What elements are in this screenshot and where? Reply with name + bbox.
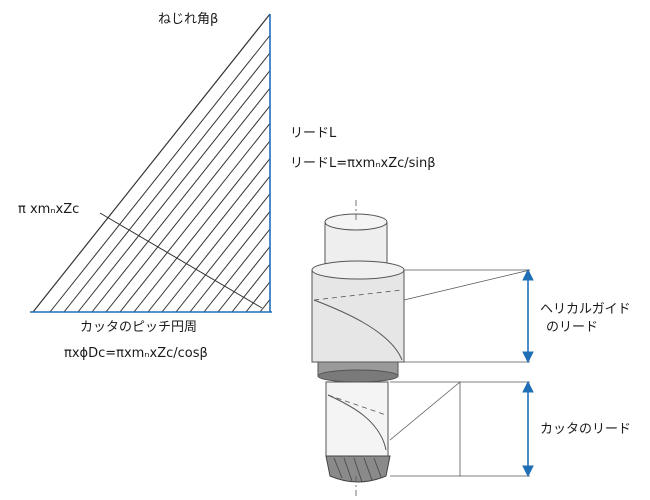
pi-mn-zc-label: π xmₙxZc — [18, 202, 80, 217]
hatch-line — [203, 228, 271, 313]
guide-helix-curve — [313, 299, 403, 361]
hatch-line — [133, 140, 271, 313]
twist-angle-label: ねじれ角β — [158, 12, 219, 27]
hatch-line — [217, 246, 271, 313]
hatch-lines — [49, 35, 271, 313]
extension-lines — [389, 269, 531, 477]
helical-guide-assembly — [311, 200, 534, 496]
cutter-lead-label: カッタのリード — [540, 422, 632, 437]
hatch-line — [259, 299, 271, 313]
triangle-hypotenuse — [32, 13, 271, 313]
cutter-helix-curve — [327, 394, 387, 451]
cutter-helix-dashed — [327, 394, 387, 416]
hatch-line — [119, 123, 271, 313]
guide-helix-dashed — [313, 289, 403, 301]
cutter-pitch-circle-label: カッタのピッチ円周 — [80, 320, 198, 335]
hatch-line — [189, 211, 271, 313]
hatch-line — [175, 193, 271, 313]
hatch-line — [49, 35, 271, 313]
hatch-line — [91, 87, 271, 313]
hatch-line — [105, 105, 271, 313]
development-triangle — [30, 13, 272, 313]
hatch-line — [161, 175, 271, 313]
dimension-arrows — [522, 268, 534, 478]
hatch-line — [231, 263, 271, 313]
hatch-line — [63, 52, 271, 313]
helical-guide-lead-label-1: ヘリカルガイド — [540, 302, 631, 317]
hatch-line — [245, 281, 271, 313]
cutter-body — [325, 381, 389, 457]
guide-top-face — [311, 260, 405, 280]
pitch-formula-label: πxϕDc=πxmₙxZc/cosβ — [64, 346, 208, 361]
hatch-line — [77, 70, 271, 313]
guide-body — [311, 269, 405, 363]
lead-formula-label: リードL=πxmₙxZc/sinβ — [290, 156, 436, 171]
helical-guide-lead-label-2: のリード — [546, 320, 599, 335]
guide-band-bottom — [317, 369, 399, 383]
cutter-teeth-lines — [333, 457, 382, 483]
lead-l-label: リードL — [290, 126, 337, 141]
hatch-line — [147, 158, 271, 313]
normal-pitch-line — [99, 212, 263, 309]
